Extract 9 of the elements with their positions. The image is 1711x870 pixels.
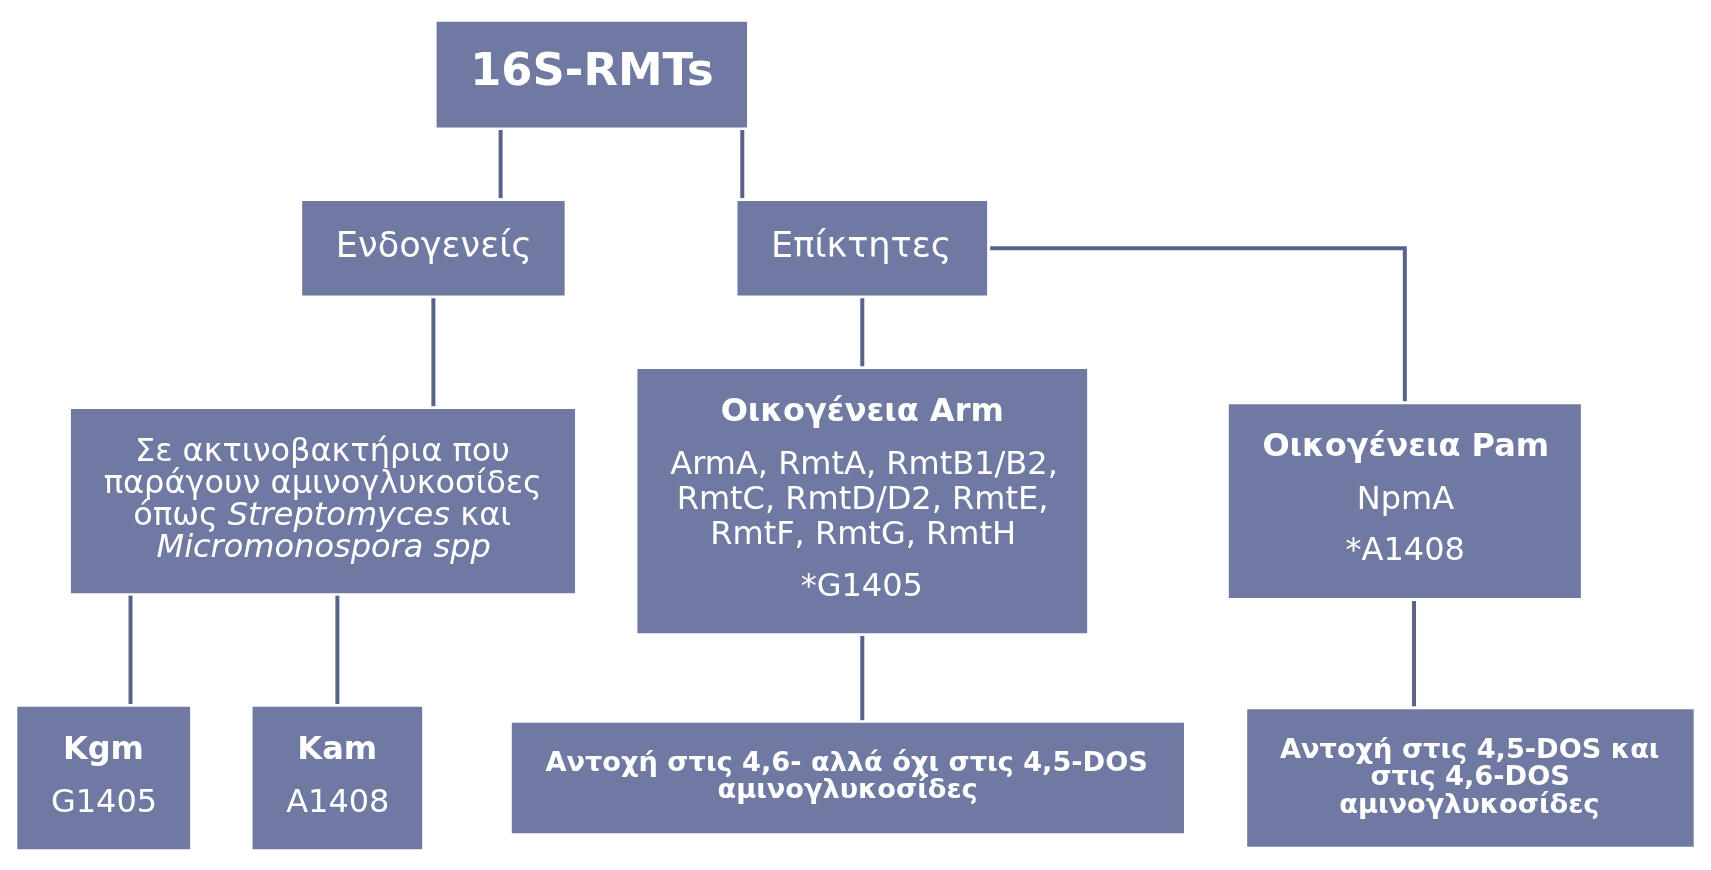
connector — [335, 595, 340, 704]
connector — [990, 245, 1407, 401]
connector — [431, 297, 436, 406]
connector — [860, 635, 865, 720]
connector — [740, 129, 745, 198]
connector — [860, 297, 865, 366]
connector — [498, 129, 503, 198]
connector — [128, 595, 133, 704]
connector — [1412, 600, 1417, 706]
